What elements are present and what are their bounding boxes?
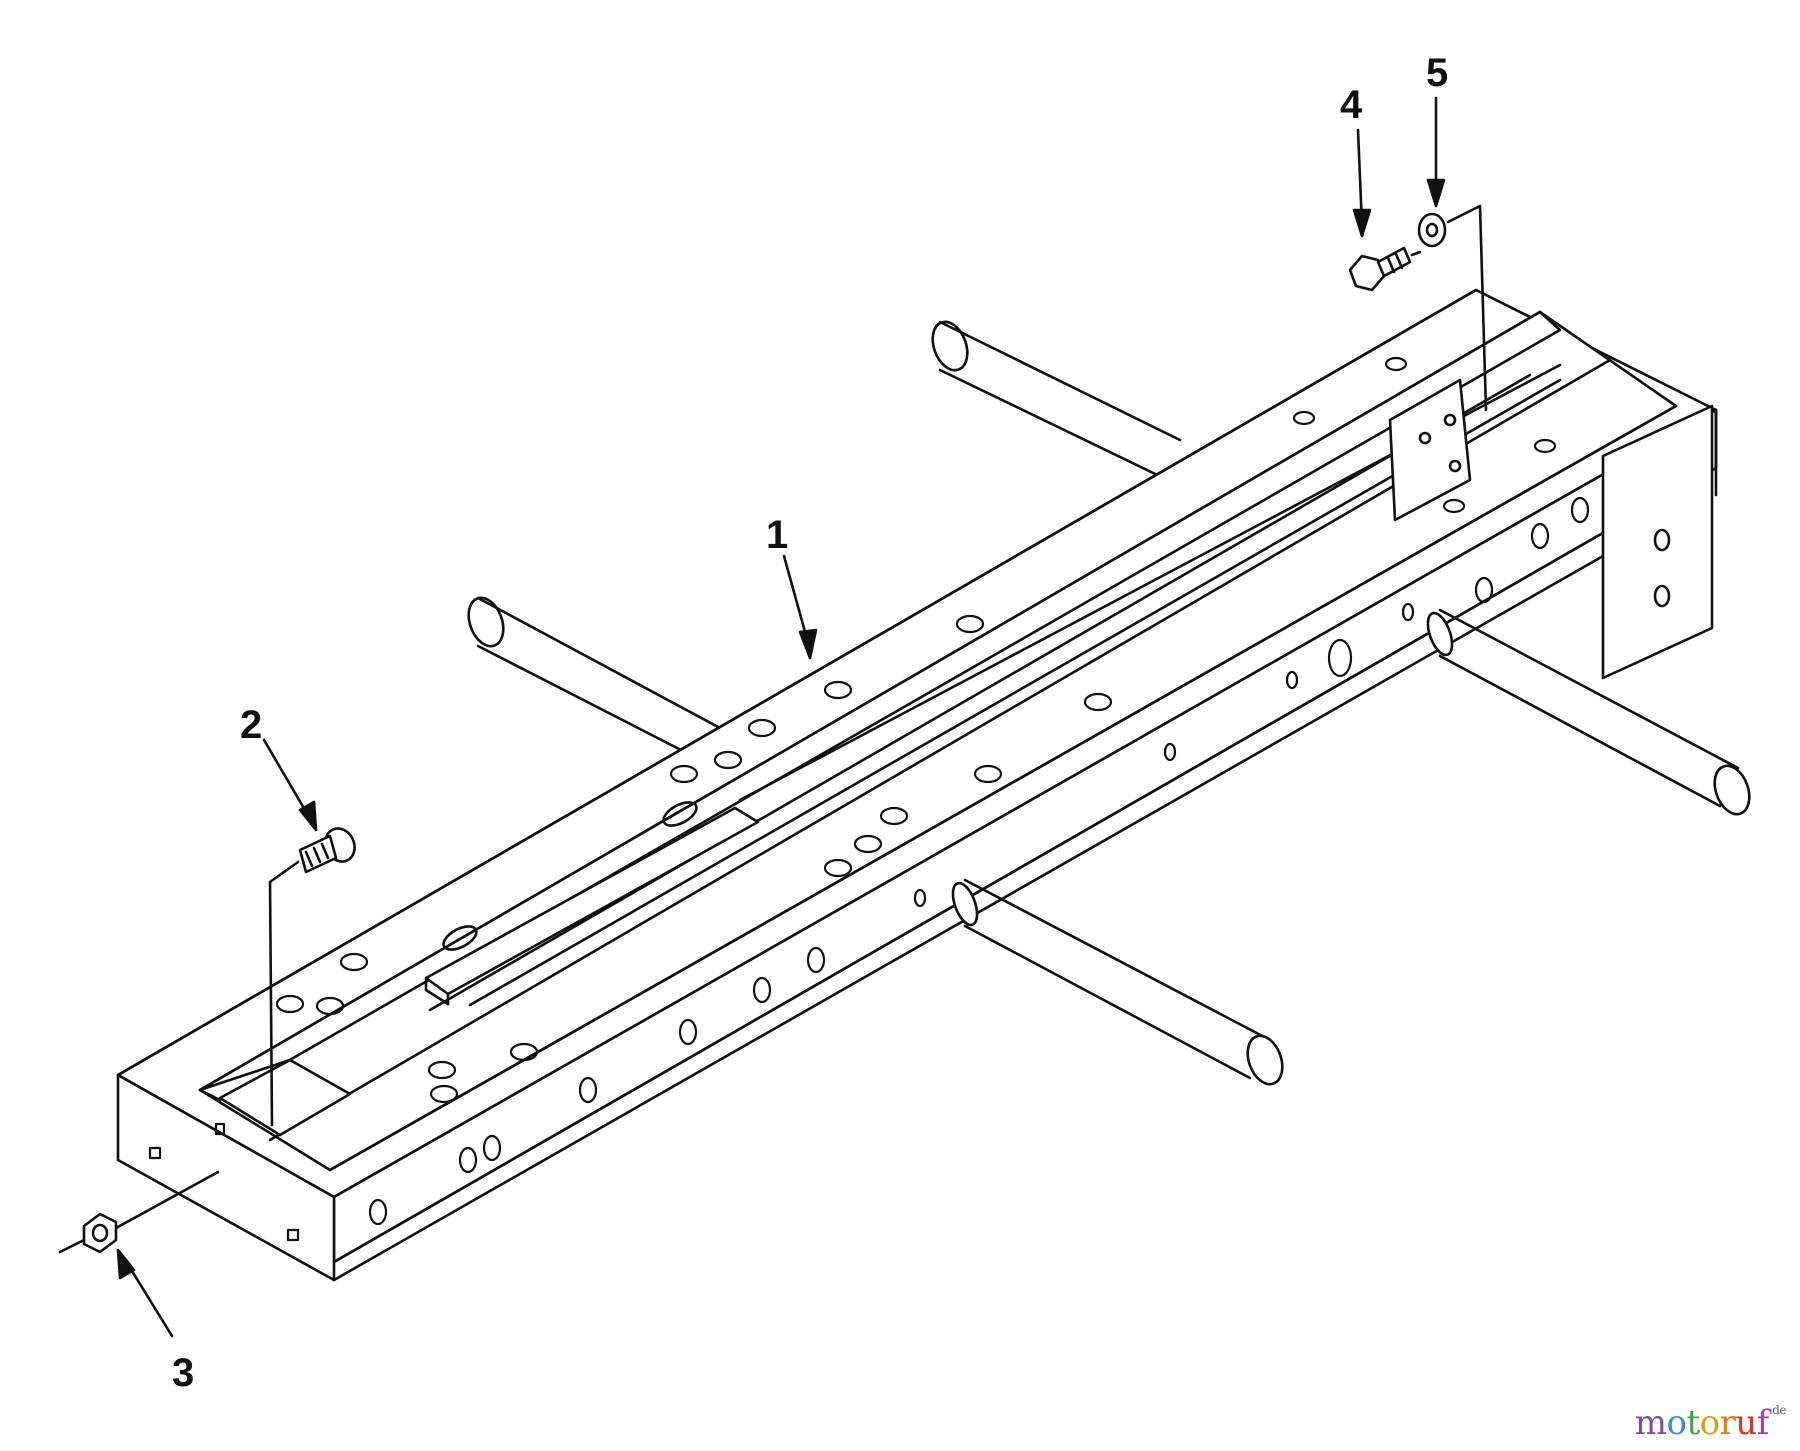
watermark-logo: motoruf.de <box>1634 1403 1787 1443</box>
frame-main-rail <box>116 288 1718 1282</box>
front-rod-left <box>951 878 1284 1086</box>
watermark-letter: f <box>1756 1403 1770 1443</box>
watermark-letter: t <box>1686 1403 1700 1443</box>
cross-member-rear <box>1388 378 1472 522</box>
callout-5: 5 <box>1426 51 1448 95</box>
callout-3: 3 <box>172 1351 194 1395</box>
watermark-tld: .de <box>1768 1403 1787 1417</box>
watermark-letter: u <box>1735 1403 1757 1443</box>
cross-member-front <box>198 1058 352 1137</box>
leader-arrow-1 <box>782 554 818 660</box>
leader-arrow-3 <box>116 1248 174 1338</box>
washer-part-5 <box>1417 204 1488 412</box>
watermark-letter: o <box>1666 1403 1687 1443</box>
rear-bracket <box>1601 404 1714 680</box>
leader-arrow-5 <box>1426 96 1446 208</box>
leader-arrow-2 <box>262 738 318 832</box>
callout-1: 1 <box>766 513 788 557</box>
bolt-part-4 <box>1348 246 1422 292</box>
watermark-letter: m <box>1634 1403 1667 1443</box>
bolt-part-2 <box>268 827 356 1127</box>
nut-part-3 <box>58 1170 220 1254</box>
slotted-plate <box>424 801 760 1006</box>
watermark-letter: r <box>1719 1403 1736 1443</box>
callout-4: 4 <box>1340 83 1363 127</box>
front-rod-right <box>1426 608 1751 816</box>
callout-2: 2 <box>240 703 262 747</box>
leader-arrow-4 <box>1352 128 1372 238</box>
watermark-letter: o <box>1699 1403 1720 1443</box>
frame-holes-side <box>148 496 1590 1242</box>
watermark-text: motoruf <box>1634 1403 1770 1443</box>
frame-holes-top <box>275 356 1557 1104</box>
